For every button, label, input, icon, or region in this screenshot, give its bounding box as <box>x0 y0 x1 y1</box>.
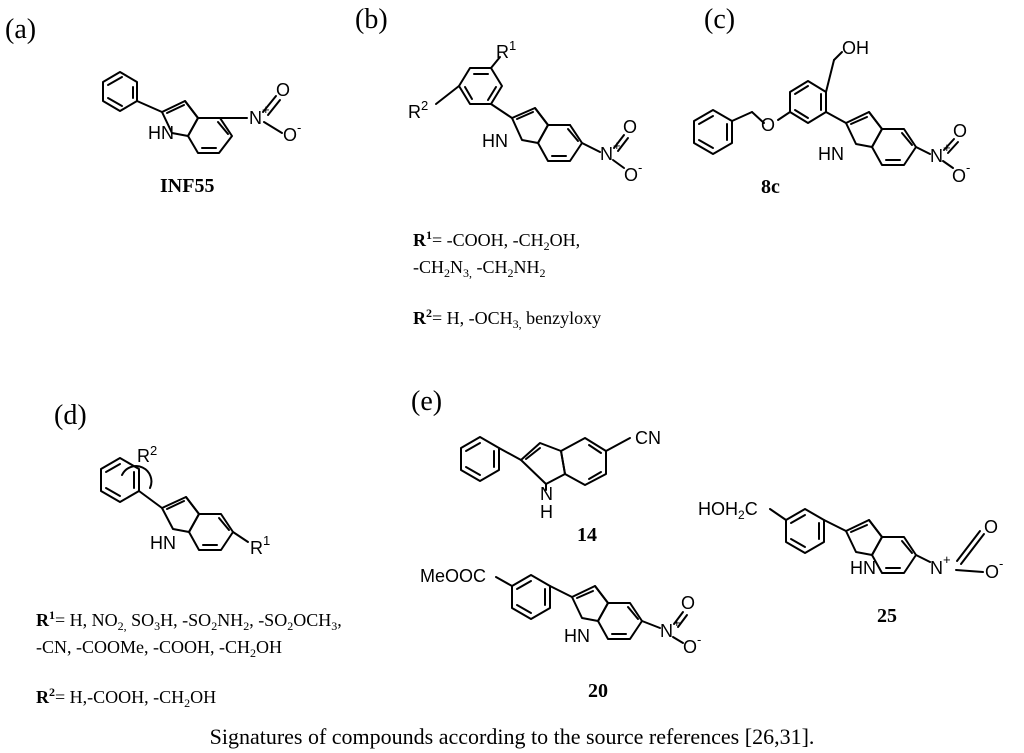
charge-minus: - <box>297 120 301 135</box>
r2-superscript: 2 <box>150 443 157 458</box>
panel-a-label: (a) <box>5 14 36 45</box>
charge-minus: - <box>999 556 1003 571</box>
benzyl-ring <box>693 109 733 155</box>
aryl-ring <box>100 457 140 503</box>
r1-definition-cont: -CH2N3, -CH2NH2 <box>413 257 546 280</box>
hydroxymethyl-group: HOH2C <box>698 499 758 522</box>
charge-minus: - <box>697 632 701 647</box>
atom-h: H <box>540 502 553 522</box>
substituent-arc <box>121 465 153 489</box>
atom-o: O <box>953 121 967 141</box>
r1-superscript: 1 <box>263 533 270 548</box>
atom-n: N <box>930 558 943 578</box>
atom-o: O <box>984 517 998 537</box>
figure-caption: Signatures of compounds according to the… <box>210 724 815 749</box>
r2-definition: R2= H,-COOH, -CH2OH <box>36 685 216 710</box>
ester-group: MeOOC <box>420 566 486 586</box>
atom-o: O <box>624 165 638 185</box>
r1-superscript: 1 <box>509 38 516 53</box>
compound-name-20: 20 <box>588 680 608 702</box>
r1-definition-cont: -CN, -COOMe, -COOH, -CH2OH <box>36 637 282 660</box>
atom-r1: R <box>250 538 263 558</box>
atom-cn: CN <box>635 428 661 448</box>
atom-o: O <box>681 593 695 613</box>
atom-nh: HN <box>850 558 876 578</box>
phenyl-ring <box>102 71 138 112</box>
charge-plus: + <box>673 615 681 630</box>
atom-o-ether: O <box>761 115 775 135</box>
panel-c-label: (c) <box>704 4 735 35</box>
aryl-ring <box>785 508 825 554</box>
structure-b-generic <box>435 56 601 162</box>
atom-o: O <box>283 125 297 145</box>
structure-25 <box>769 508 931 574</box>
atom-r2: R <box>137 446 150 466</box>
r2-superscript: 2 <box>421 98 428 113</box>
atom-o: O <box>952 166 966 186</box>
charge-minus: - <box>966 160 970 175</box>
atom-nh: HN <box>482 131 508 151</box>
atom-r2: R <box>408 102 421 122</box>
atom-o: O <box>623 117 637 137</box>
aryl-ring <box>511 574 551 620</box>
compound-name-14: 14 <box>577 524 597 546</box>
charge-minus: - <box>638 160 642 175</box>
compound-name-25: 25 <box>877 605 897 627</box>
atom-nh: HN <box>818 144 844 164</box>
r2-definition: R2= H, -OCH3, benzyloxy <box>413 306 601 331</box>
r1-definition: R1= -COOH, -CH2OH, <box>413 228 580 253</box>
atom-n: N <box>930 146 943 166</box>
atom-oh: OH <box>842 38 869 58</box>
atom-n: N <box>540 484 553 504</box>
charge-plus: + <box>943 552 951 567</box>
structure-20 <box>495 574 661 640</box>
structure-d-generic <box>100 457 249 551</box>
atom-r1: R <box>496 42 509 62</box>
atom-nh: HN <box>150 533 176 553</box>
atom-nh: HN <box>148 123 174 143</box>
atom-o: O <box>985 562 999 582</box>
panel-d-label: (d) <box>54 400 87 431</box>
structure-inf55 <box>102 71 248 154</box>
structure-8c <box>693 51 931 166</box>
atom-o: O <box>683 637 697 657</box>
panel-b-label: (b) <box>355 4 388 35</box>
compound-name-8c: 8c <box>761 176 780 198</box>
atom-o: O <box>276 80 290 100</box>
atom-nh: HN <box>564 626 590 646</box>
atom-n: N <box>600 144 613 164</box>
phenyl-ring <box>460 436 500 482</box>
atom-n: N <box>660 621 673 641</box>
atom-n: N <box>249 108 262 128</box>
structure-14 <box>460 436 631 491</box>
r1-definition: R1= H, NO2, SO3H, -SO2NH2, -SO2OCH3, <box>36 608 342 633</box>
panel-e-label: (e) <box>411 386 442 417</box>
compound-name-inf55: INF55 <box>160 175 214 197</box>
